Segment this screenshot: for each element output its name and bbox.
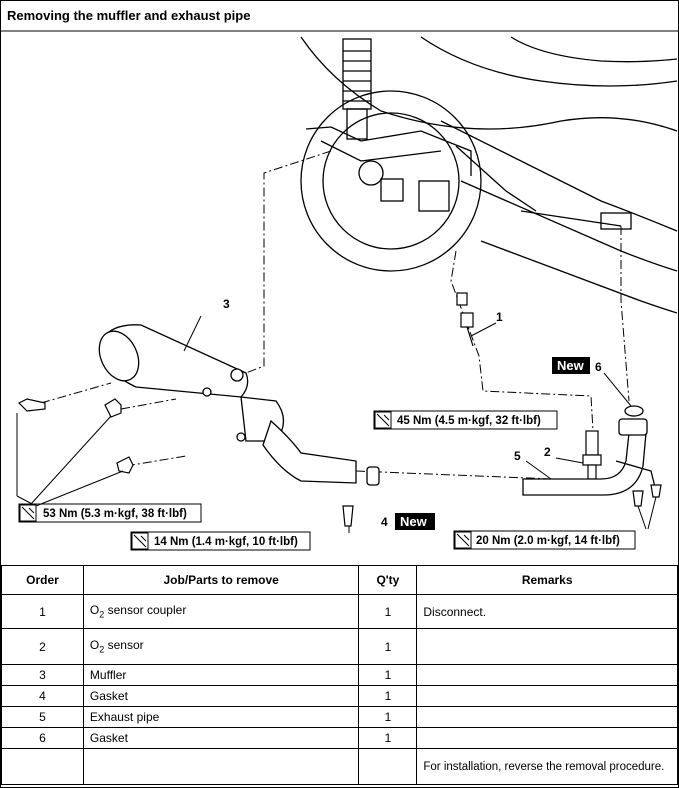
row-remarks <box>416 628 678 665</box>
row-qty: 1 <box>358 706 418 728</box>
parts-table: Order Job/Parts to remove Q'ty Remarks 1… <box>1 565 678 785</box>
row-order: 6 <box>1 727 84 749</box>
row-qty: 1 <box>358 628 418 665</box>
row-remarks <box>416 706 678 728</box>
new-badge-4: New <box>400 514 428 529</box>
table-header-row: Order Job/Parts to remove Q'ty Remarks <box>1 565 678 595</box>
header-job: Job/Parts to remove <box>82 565 360 595</box>
row-qty: 1 <box>358 664 418 686</box>
table-row: 2 O2 sensor 1 <box>1 628 678 665</box>
exhaust-pipe <box>522 418 657 496</box>
torque-14-label: 14 Nm (1.4 m·kgf, 10 ft·lbf) <box>154 536 298 548</box>
torque-20 <box>453 530 636 550</box>
table-row: 4 Gasket 1 <box>1 685 678 707</box>
pipe-bolts <box>342 484 662 527</box>
swingarm <box>305 126 472 176</box>
gasket-6 <box>624 405 644 417</box>
callout-2: 2 <box>544 445 551 459</box>
row-order: 4 <box>1 685 84 707</box>
torque-14 <box>130 531 311 551</box>
row-job: Exhaust pipe <box>82 706 360 728</box>
row-job: O2 sensor coupler <box>82 594 360 629</box>
row-remarks <box>416 664 678 686</box>
row-order: 3 <box>1 664 84 686</box>
torque-45-label: 45 Nm (4.5 m·kgf, 32 ft·lbf) <box>397 415 541 427</box>
gasket-4 <box>366 466 380 486</box>
row-order: 2 <box>1 628 84 665</box>
row-qty: 1 <box>358 594 418 629</box>
torque-53-label: 53 Nm (5.3 m·kgf, 38 ft·lbf) <box>43 508 187 520</box>
table-row: 3 Muffler 1 <box>1 664 678 686</box>
torque-20-label: 20 Nm (2.0 m·kgf, 14 ft·lbf) <box>476 535 620 547</box>
torque-53 <box>18 503 202 523</box>
exploded-diagram: 3 1 2 5 6 4 New New 45 Nm (4.5 m·kgf, 32… <box>1 1 678 564</box>
header-remarks: Remarks <box>416 565 678 595</box>
row-remarks: Disconnect. <box>416 594 678 629</box>
alignment-lines <box>40 150 630 482</box>
new-badge-6: New <box>557 358 585 373</box>
table-row: 1 O2 sensor coupler 1 Disconnect. <box>1 594 678 629</box>
header-order: Order <box>1 565 84 595</box>
callout-6: 6 <box>595 360 602 374</box>
row-order: 5 <box>1 706 84 728</box>
page-title: Removing the muffler and exhaust pipe <box>7 8 251 23</box>
muffler <box>98 324 357 484</box>
rear-wheel <box>300 90 482 272</box>
o2-sensor-coupler <box>456 292 474 347</box>
callout-3: 3 <box>223 297 230 311</box>
callout-4: 4 <box>381 515 388 529</box>
row-job: Gasket <box>82 685 360 707</box>
callout-1: 1 <box>496 310 503 324</box>
muffler-bolts <box>17 398 134 474</box>
table-row: For installation, reverse the removal pr… <box>1 748 678 785</box>
row-job: Muffler <box>82 664 360 686</box>
row-job: O2 sensor <box>82 628 360 665</box>
row-remarks <box>416 685 678 707</box>
o2-sensor <box>582 430 602 480</box>
row-job: Gasket <box>82 727 360 749</box>
header-qty: Q'ty <box>358 565 418 595</box>
row-qty: 1 <box>358 727 418 749</box>
table-row: 6 Gasket 1 <box>1 727 678 749</box>
footer-remark: For installation, reverse the removal pr… <box>416 748 678 785</box>
rear-shock <box>342 38 372 140</box>
frame-body <box>300 36 678 314</box>
callout-5: 5 <box>514 449 521 463</box>
table-row: 5 Exhaust pipe 1 <box>1 706 678 728</box>
row-qty: 1 <box>358 685 418 707</box>
row-remarks <box>416 727 678 749</box>
torque-45 <box>373 410 558 430</box>
row-order: 1 <box>1 594 84 629</box>
